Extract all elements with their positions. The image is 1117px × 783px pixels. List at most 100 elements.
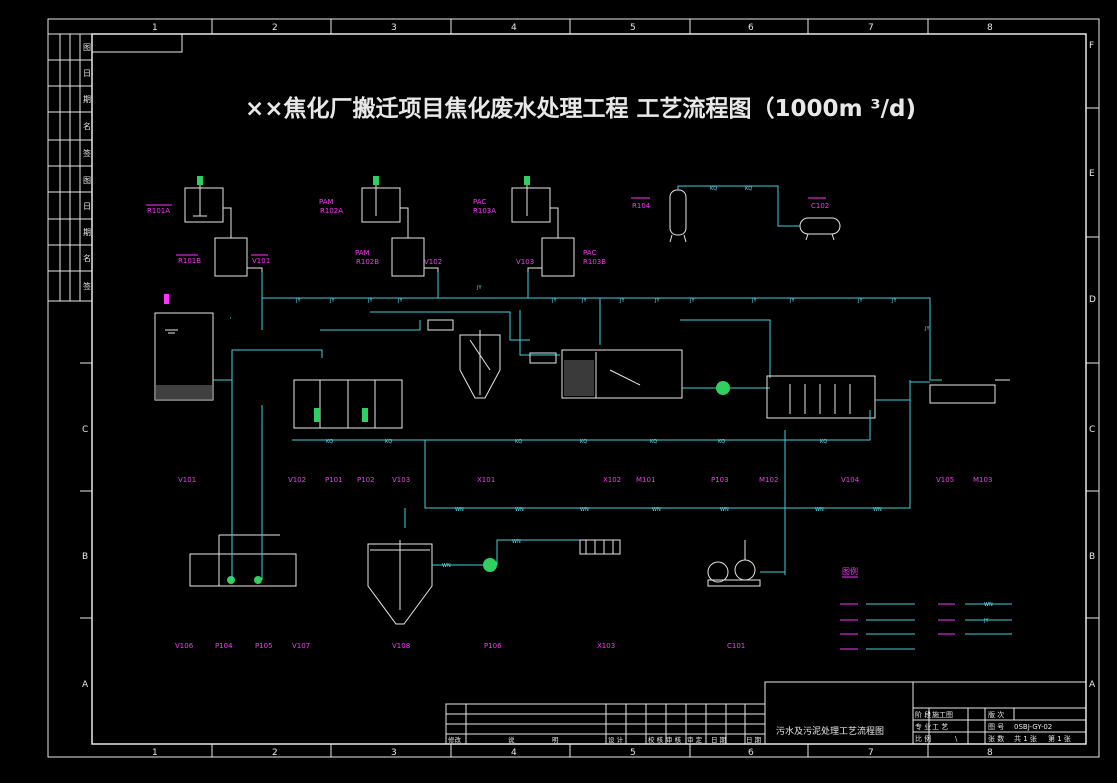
revision-block: 修改 说 明 设 计 校 核 审 核 审 定 日 期 日 期 bbox=[445, 703, 766, 745]
dosing-tank-r103b bbox=[541, 237, 575, 277]
grid-right-F: F bbox=[1089, 41, 1094, 51]
scale-label: 比 例 bbox=[915, 734, 931, 743]
jy-code-15: JY bbox=[924, 326, 930, 332]
pump-p103 bbox=[716, 381, 730, 395]
equalization-tank-v101 bbox=[154, 294, 214, 401]
tag-pac-b: PAC bbox=[583, 249, 596, 257]
title-block: 污水及污泥处理工艺流程图 阶 段 施工图 版 次 专 业 工 艺 图 号 0SB… bbox=[764, 681, 1087, 745]
filter-x102 bbox=[561, 349, 683, 399]
jy-code-1: JY bbox=[295, 298, 301, 304]
tag-bottom-v107: V107 bbox=[292, 642, 310, 650]
wn-code-4: WN bbox=[652, 507, 661, 513]
rev-h-4: 校 核 bbox=[648, 735, 664, 744]
drawing-no-label: 图 号 bbox=[988, 723, 1004, 731]
grid-right-C: C bbox=[1089, 425, 1095, 435]
rev-h-8: 日 期 bbox=[746, 736, 762, 744]
grid-left-letters: C B A bbox=[80, 362, 92, 690]
jy-code-11: JY bbox=[751, 298, 757, 304]
grid-bottom-2: 2 bbox=[272, 748, 278, 758]
wn-code-8: WN bbox=[442, 563, 451, 569]
grid-top-6: 6 bbox=[748, 23, 754, 33]
grid-bottom-5: 5 bbox=[630, 748, 636, 758]
kq-code-6: KQ bbox=[718, 439, 725, 445]
grid-bottom-6: 6 bbox=[748, 748, 754, 758]
tag-r102b: R102B bbox=[356, 258, 379, 266]
drawing-name: 污水及污泥处理工艺流程图 bbox=[776, 725, 884, 737]
wn-line-labels: WN WN WN WN WN WN WN WN WN bbox=[442, 507, 882, 569]
jy-code-2: JY bbox=[329, 298, 335, 304]
air-receiver-r104 bbox=[669, 189, 687, 243]
tag-bottom-x103: X103 bbox=[597, 642, 615, 650]
drawing-no-value: 0SBJ-GY-02 bbox=[1014, 723, 1052, 731]
bottom-equipment-tags: V106 P104 P105 V107 V108 P106 X103 C101 bbox=[175, 642, 745, 650]
legend-title: 图例 bbox=[842, 566, 858, 576]
tag-pam-a: PAM bbox=[319, 198, 334, 206]
tag-row-v103: V103 bbox=[392, 476, 410, 484]
grid-bottom-1: 1 bbox=[152, 748, 158, 758]
kq-code-2: KQ bbox=[385, 439, 392, 445]
jy-code-12: JY bbox=[789, 298, 795, 304]
tag-row-m103: M103 bbox=[973, 476, 992, 484]
stage-label: 阶 段 bbox=[915, 710, 931, 719]
sludge-tank-v106 bbox=[189, 534, 297, 587]
thickener-v108 bbox=[367, 540, 433, 625]
kq-line-labels: KQ KQ KQ KQ KQ KQ KQ bbox=[326, 439, 827, 445]
wn-code-7: WN bbox=[873, 507, 882, 513]
tag-r102a: R102A bbox=[320, 207, 343, 215]
tag-pac-a: PAC bbox=[473, 198, 486, 206]
tag-row-v101: V101 bbox=[178, 476, 196, 484]
tag-row-x102: X102 bbox=[603, 476, 621, 484]
jy-code-7: JY bbox=[581, 298, 587, 304]
jy-code-3: JY bbox=[367, 298, 373, 304]
legend-code-wn: WN bbox=[984, 602, 993, 608]
tag-bottom-c101: C101 bbox=[727, 642, 745, 650]
row-equipment-tags: V101 V102 P101 P102 V103 X101 X102 M101 … bbox=[178, 476, 992, 484]
grid-right-D: D bbox=[1089, 295, 1096, 305]
rev-h-1: 说 bbox=[508, 735, 515, 744]
legend-code-jy: JY bbox=[983, 618, 989, 624]
grid-bottom-numbers: 1 2 3 4 5 6 7 8 bbox=[152, 748, 993, 758]
clarifier-x101 bbox=[459, 330, 501, 399]
grid-bottom-4: 4 bbox=[511, 748, 517, 758]
kq-code-3: KQ bbox=[515, 439, 522, 445]
top-equipment-tags: R101A R101B V101 PAM R102A PAM R102B V10… bbox=[146, 197, 829, 266]
sheet-count-label: 张 数 bbox=[988, 734, 1004, 743]
kq-code-top-1: KQ bbox=[710, 186, 717, 192]
tag-row-m102: M102 bbox=[759, 476, 778, 484]
tag-row-p101: P101 bbox=[325, 476, 343, 484]
rev-h-2: 明 bbox=[552, 736, 559, 744]
wn-code-5: WN bbox=[720, 507, 729, 513]
sheets-total: 共 1 张 bbox=[1014, 734, 1037, 743]
strip-text-7: 期 bbox=[83, 228, 91, 237]
jy-code-4: JY bbox=[397, 298, 403, 304]
strip-text-9: 签 bbox=[83, 281, 91, 291]
kq-code-4: KQ bbox=[580, 439, 587, 445]
grid-right-letters: F E D C B A bbox=[1086, 41, 1099, 690]
clear-water-tank-v105 bbox=[929, 379, 1010, 404]
reaction-tanks bbox=[293, 379, 403, 429]
tag-row-v105: V105 bbox=[936, 476, 954, 484]
tag-row-x101: X101 bbox=[477, 476, 495, 484]
wn-code-6: WN bbox=[815, 507, 824, 513]
strip-text-5: 图 bbox=[83, 176, 91, 185]
tag-bottom-p106: P106 bbox=[484, 642, 502, 650]
sludge-pump-p106 bbox=[483, 558, 497, 572]
grid-right-E: E bbox=[1089, 169, 1095, 179]
rev-h-7: 日 期 bbox=[711, 736, 727, 744]
jy-code-9: JY bbox=[654, 298, 660, 304]
tag-row-p103: P103 bbox=[711, 476, 729, 484]
legend: 图例 WN JY bbox=[840, 566, 1012, 650]
left-signature-strip: 图 日 期 名 签 图 日 期 名 签 bbox=[47, 33, 93, 302]
tag-r101a: R101A bbox=[147, 207, 170, 215]
tag-bottom-p105: P105 bbox=[255, 642, 273, 650]
strip-text-4: 签 bbox=[83, 148, 91, 158]
jy-code-6: JY bbox=[551, 298, 557, 304]
jy-code-14: JY bbox=[891, 298, 897, 304]
membrane-tank-v104 bbox=[766, 375, 876, 419]
rev-h-3: 设 计 bbox=[608, 735, 624, 744]
grid-top-5: 5 bbox=[630, 23, 636, 33]
dosing-tank-r102b bbox=[391, 237, 425, 277]
corner-box bbox=[91, 33, 183, 53]
filter-press-x103 bbox=[579, 539, 621, 555]
